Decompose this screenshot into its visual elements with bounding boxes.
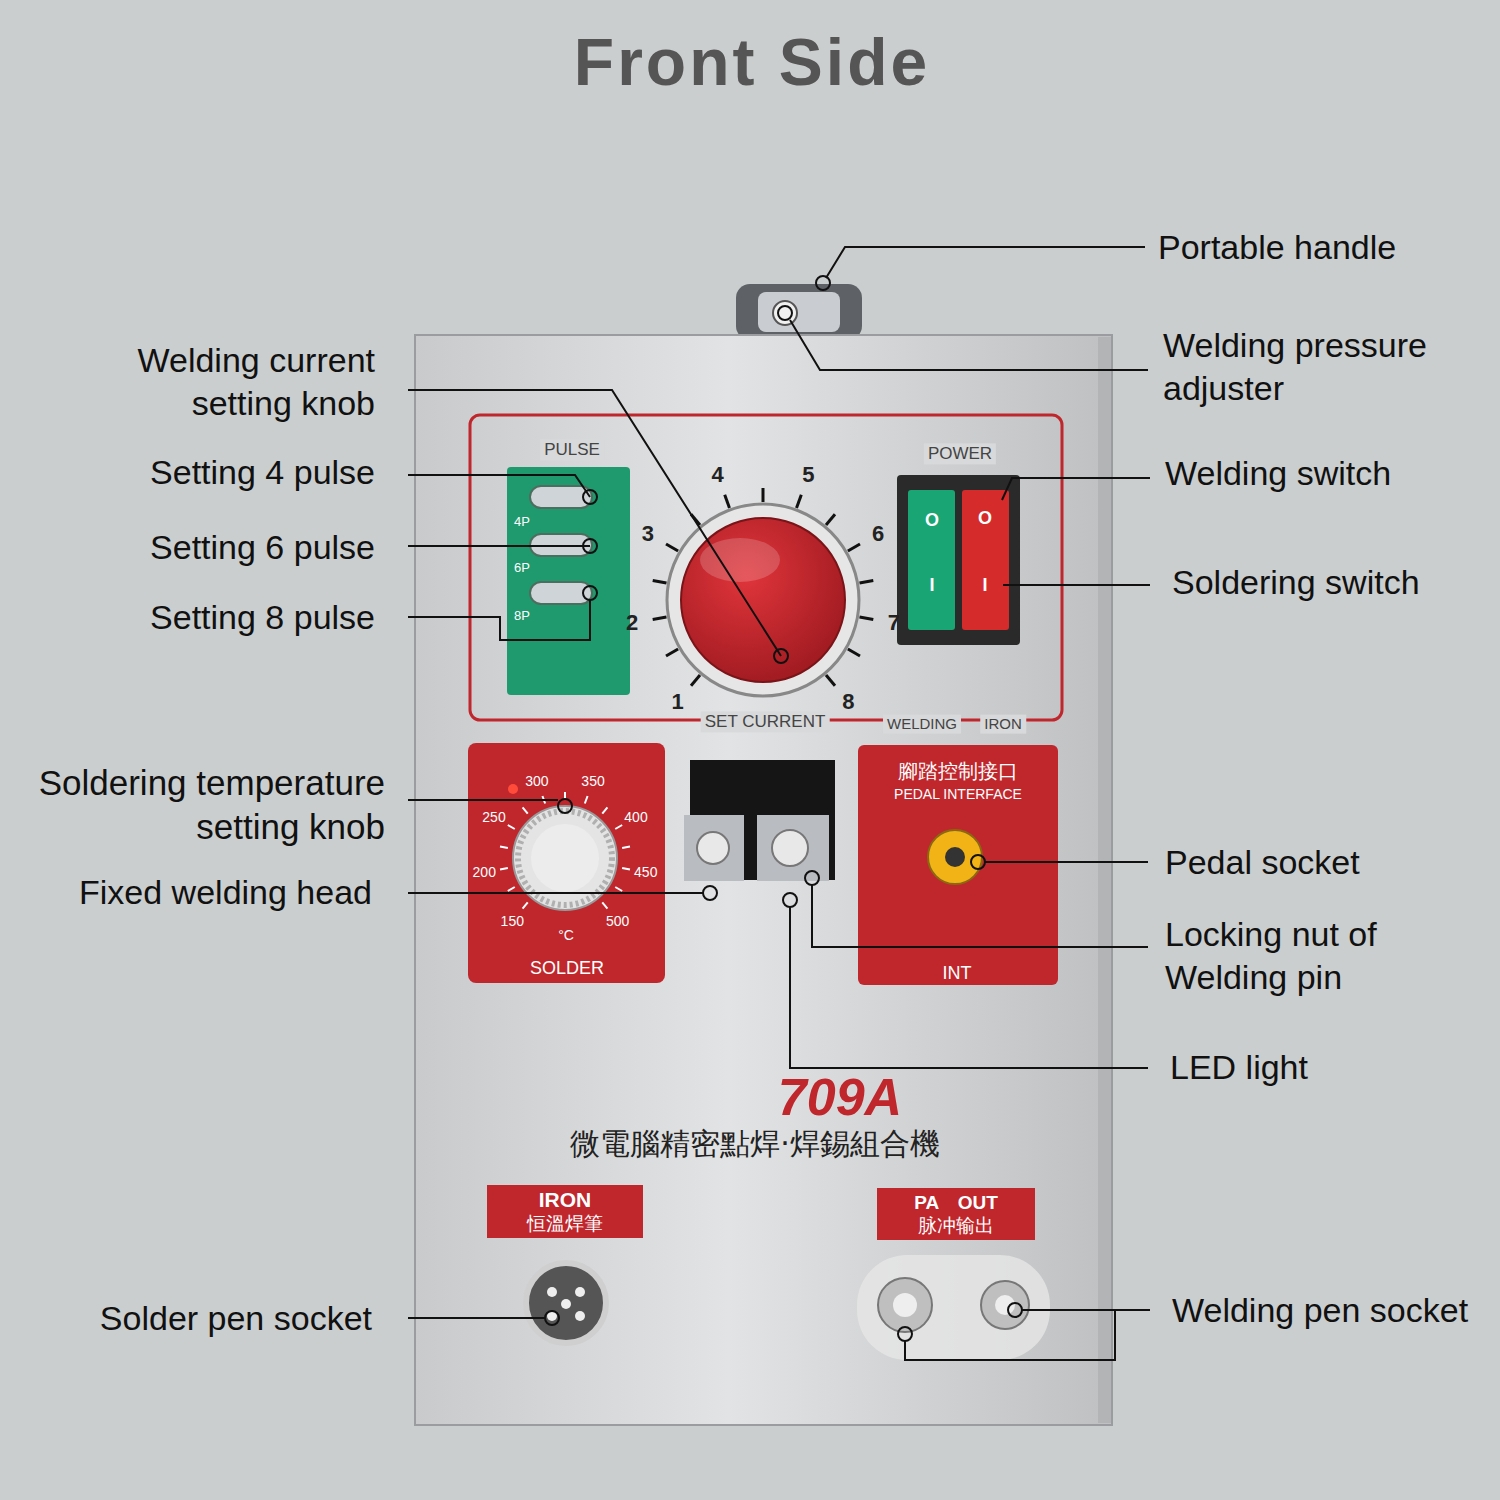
temperature-number: 400	[624, 810, 647, 824]
dial-tick	[585, 796, 588, 804]
dial-tick	[602, 902, 607, 908]
dial-tick	[762, 488, 765, 502]
socket-label: PA OUT	[914, 1193, 998, 1213]
dial-tick	[500, 847, 508, 848]
dial-tick	[653, 617, 667, 619]
callout-label: Fixed welding head	[79, 871, 372, 914]
dial-tick	[691, 675, 700, 686]
dial-tick	[523, 807, 528, 813]
socket-label: IRON	[539, 1189, 592, 1211]
dial-tick	[508, 887, 515, 891]
panel-heading: PEDAL INTERFACE	[894, 786, 1022, 804]
pulse-panel: PULSE4P6P8P	[507, 467, 630, 695]
dial-tick	[848, 544, 860, 551]
dial-tick	[666, 544, 678, 551]
callout-label: Locking nut of Welding pin	[1165, 913, 1425, 998]
dial-tick	[666, 649, 678, 656]
callout-label: Setting 8 pulse	[150, 596, 375, 639]
callout-label: Setting 4 pulse	[150, 451, 375, 494]
pulse-output-label-box: PA OUT 脉冲输出	[877, 1188, 1035, 1240]
leader-lines	[408, 247, 1150, 1360]
dial-tick	[826, 514, 835, 525]
dial-tick	[523, 902, 528, 908]
pulse-mark: 6P	[514, 560, 530, 576]
dial-tick	[725, 495, 730, 508]
power-switch-block: POWER	[897, 475, 1020, 645]
dial-tick	[848, 649, 860, 656]
dial-number: 6	[872, 523, 884, 545]
panel-heading: PULSE	[540, 439, 604, 460]
callout-label: Welding switch	[1165, 452, 1391, 495]
temperature-number: 450	[634, 865, 657, 879]
dial-number: 8	[842, 691, 854, 713]
panel-caption: IRON	[980, 715, 1026, 734]
dial-tick	[622, 868, 630, 869]
switch-mark: I	[982, 576, 987, 594]
temperature-number: 350	[581, 774, 604, 788]
dial-tick	[508, 825, 515, 829]
callout-label: Setting 6 pulse	[150, 526, 375, 569]
dial-number: 4	[711, 464, 723, 486]
callout-label: Welding pressure adjuster	[1163, 324, 1483, 409]
dial-number: 7	[888, 612, 900, 634]
panel-heading: SOLDER	[530, 957, 604, 980]
callout-label: LED light	[1170, 1046, 1308, 1089]
callout-label: Soldering temperature setting knob	[0, 761, 385, 849]
callout-label: Pedal socket	[1165, 841, 1360, 884]
dial-number: 2	[626, 612, 638, 634]
model-number: 709A	[778, 1071, 902, 1123]
panel-caption: WELDING	[883, 715, 961, 734]
dial-tick	[615, 887, 622, 891]
temperature-number: 150	[501, 914, 524, 928]
iron-label-box: IRON 恒溫焊筆	[487, 1185, 643, 1238]
panel-caption: SET CURRENT	[701, 711, 830, 732]
solder-panel: SOLDER	[468, 743, 665, 983]
dial-tick	[826, 675, 835, 686]
callout-label: Solder pen socket	[100, 1297, 372, 1340]
temperature-number: 300	[525, 774, 548, 788]
dial-tick	[615, 825, 622, 829]
dial-tick	[860, 581, 874, 583]
dial-tick	[500, 868, 508, 869]
temperature-number: 250	[482, 810, 505, 824]
pulse-mark: 4P	[514, 514, 530, 530]
dial-number: 5	[802, 464, 814, 486]
switch-mark: O	[978, 509, 992, 527]
dial-tick	[653, 581, 667, 583]
callout-label: Welding pen socket	[1172, 1289, 1468, 1332]
temperature-number: 200	[473, 865, 496, 879]
dial-tick	[860, 617, 874, 619]
dial-tick	[797, 495, 802, 508]
dial-number: 1	[671, 691, 683, 713]
callout-label: Portable handle	[1158, 226, 1396, 269]
panel-heading: 腳踏控制接口	[898, 759, 1018, 784]
panel-heading: INT	[943, 962, 972, 985]
temperature-number: 500	[606, 914, 629, 928]
callout-label: Soldering switch	[1172, 561, 1420, 604]
product-name: 微電腦精密點焊·焊錫組合機	[570, 1127, 940, 1160]
socket-label: 恒溫焊筆	[527, 1214, 603, 1234]
panel-heading: POWER	[924, 443, 996, 464]
socket-label: 脉冲输出	[918, 1216, 994, 1236]
dial-tick	[622, 847, 630, 848]
pedal-interface-panel: 腳踏控制接口 PEDAL INTERFACE INT	[858, 745, 1058, 985]
dial-number: 3	[642, 523, 654, 545]
diagram-title: Front Side	[574, 21, 930, 104]
dial-tick	[602, 807, 607, 813]
switch-mark: O	[925, 511, 939, 529]
callout-label: Welding current setting knob	[75, 339, 375, 424]
pulse-mark: 8P	[514, 608, 530, 624]
device-housing: 709A 微電腦精密點焊·焊錫組合機 PULSE 4P 6P 8P POWER SOLDER 腳…	[415, 335, 1112, 1425]
temperature-unit: °C	[558, 928, 574, 942]
switch-mark: I	[929, 576, 934, 594]
